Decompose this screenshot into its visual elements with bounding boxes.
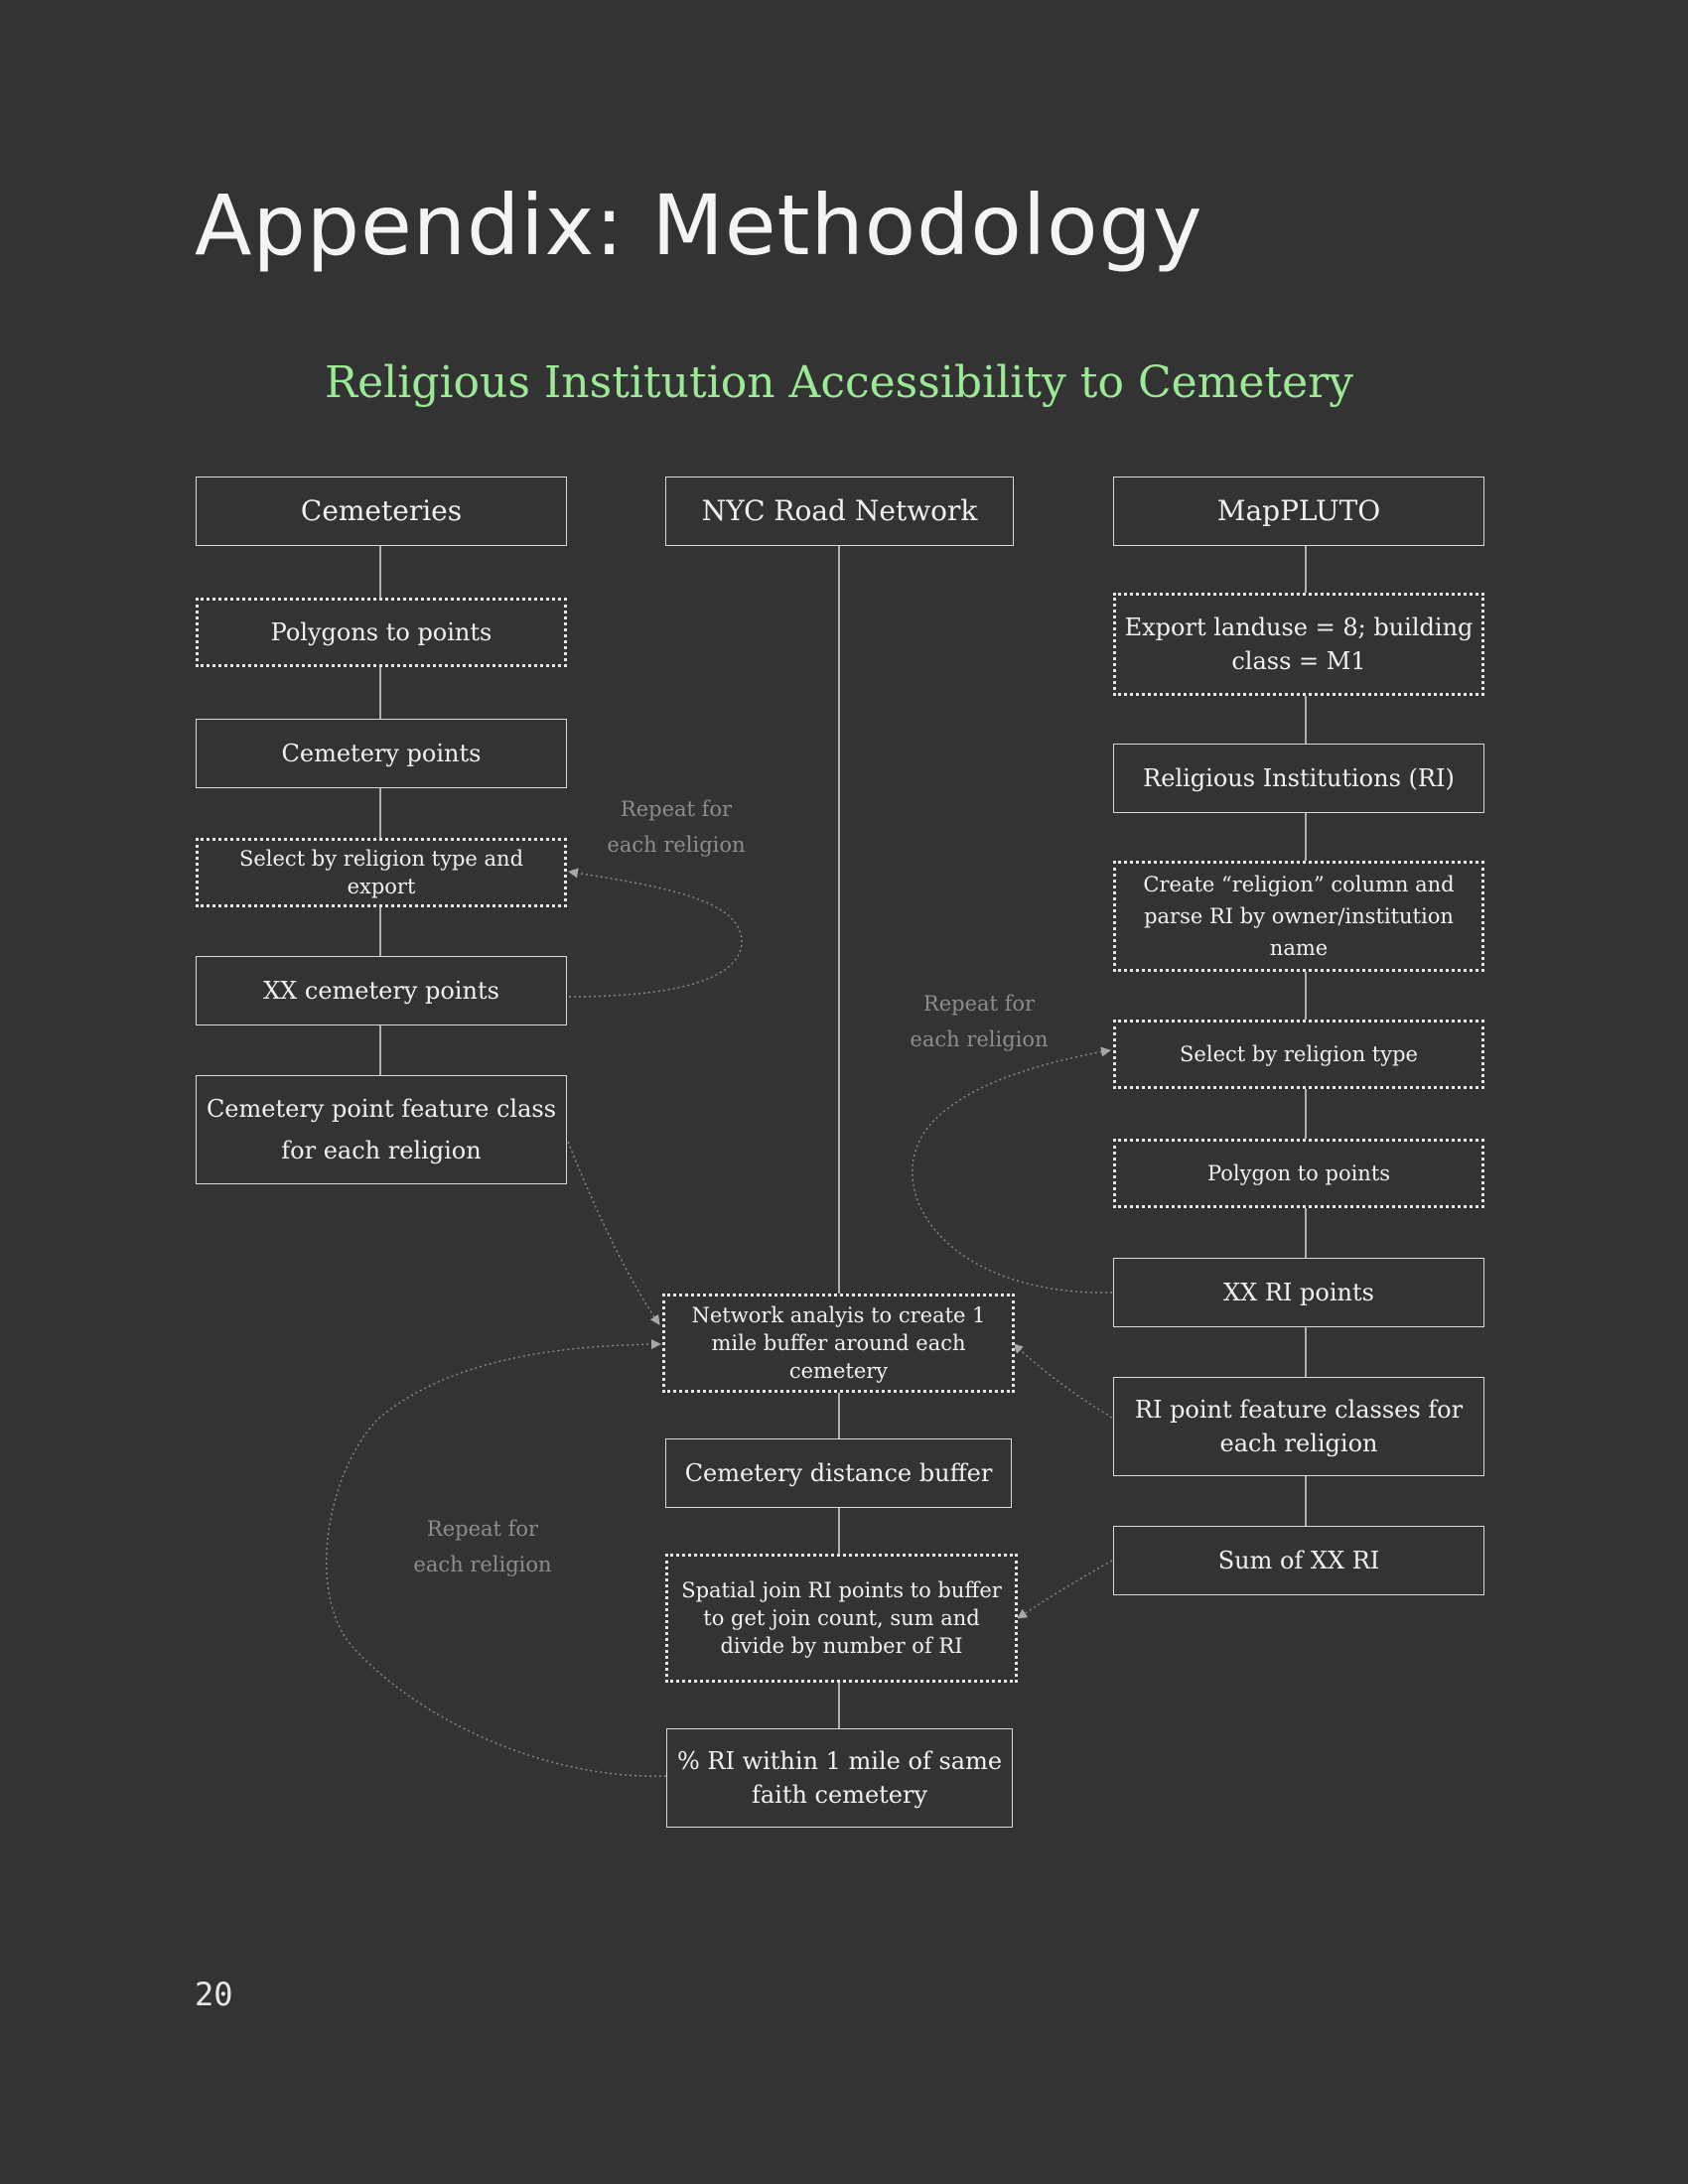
node-ri-feature-classes: RI point feature classes for each religi… — [1113, 1377, 1484, 1476]
repeat-note-bottom-line1: Repeat for — [426, 1517, 539, 1541]
node-cemeteries: Cemeteries — [196, 477, 567, 546]
node-religious-institutions: Religious Institutions (RI) — [1113, 744, 1484, 813]
repeat-loop-arrow-bottom — [326, 1339, 667, 1777]
repeat-note-right-line2: each religion — [910, 1027, 1049, 1051]
node-mappluto: MapPLUTO — [1113, 477, 1484, 546]
node-select-by-religion-type: Select by religion type — [1113, 1020, 1484, 1089]
repeat-note-left-line2: each religion — [607, 833, 746, 857]
node-spatial-join: Spatial join RI points to buffer to get … — [665, 1554, 1018, 1683]
node-create-religion-column: Create “religion” column and parse RI by… — [1113, 861, 1484, 972]
node-polygons-to-points: Polygons to points — [196, 598, 567, 667]
node-cemetery-points: Cemetery points — [196, 719, 567, 788]
feed-arrow-cemetery-to-network — [567, 1141, 660, 1325]
feed-arrow-ri-to-network — [1013, 1343, 1113, 1419]
node-xx-ri-points: XX RI points — [1113, 1258, 1484, 1327]
repeat-note-bottom-line2: each religion — [413, 1553, 552, 1576]
node-select-by-religion-and-export: Select by religion type and export — [196, 838, 567, 907]
node-polygon-to-points: Polygon to points — [1113, 1139, 1484, 1208]
node-sum-of-xx-ri: Sum of XX RI — [1113, 1526, 1484, 1595]
node-network-analysis: Network analyis to create 1 mile buffer … — [662, 1294, 1015, 1393]
repeat-loop-arrow-left — [568, 868, 743, 998]
repeat-loop-arrow-right — [912, 1046, 1113, 1294]
node-cemetery-feature-class: Cemetery point feature class for each re… — [196, 1075, 567, 1184]
page-title: Appendix: Methodology — [195, 177, 1203, 274]
feed-arrow-sum-to-spatial-join — [1017, 1560, 1113, 1619]
node-export-landuse: Export landuse = 8; building class = M1 — [1113, 593, 1484, 696]
node-nyc-road-network: NYC Road Network — [665, 477, 1014, 546]
repeat-note-left-line1: Repeat for — [620, 797, 733, 821]
page-number: 20 — [195, 1976, 233, 2013]
repeat-note-right: Repeat for each religion — [900, 986, 1058, 1057]
repeat-note-left: Repeat for each religion — [597, 791, 756, 863]
repeat-note-bottom: Repeat for each religion — [403, 1511, 562, 1582]
node-pct-ri-within-mile: % RI within 1 mile of same faith cemeter… — [666, 1728, 1013, 1828]
diagram-title: Religious Institution Accessibility to C… — [324, 357, 1354, 408]
node-cemetery-distance-buffer: Cemetery distance buffer — [665, 1438, 1012, 1508]
repeat-note-right-line1: Repeat for — [922, 992, 1036, 1016]
node-xx-cemetery-points: XX cemetery points — [196, 956, 567, 1025]
